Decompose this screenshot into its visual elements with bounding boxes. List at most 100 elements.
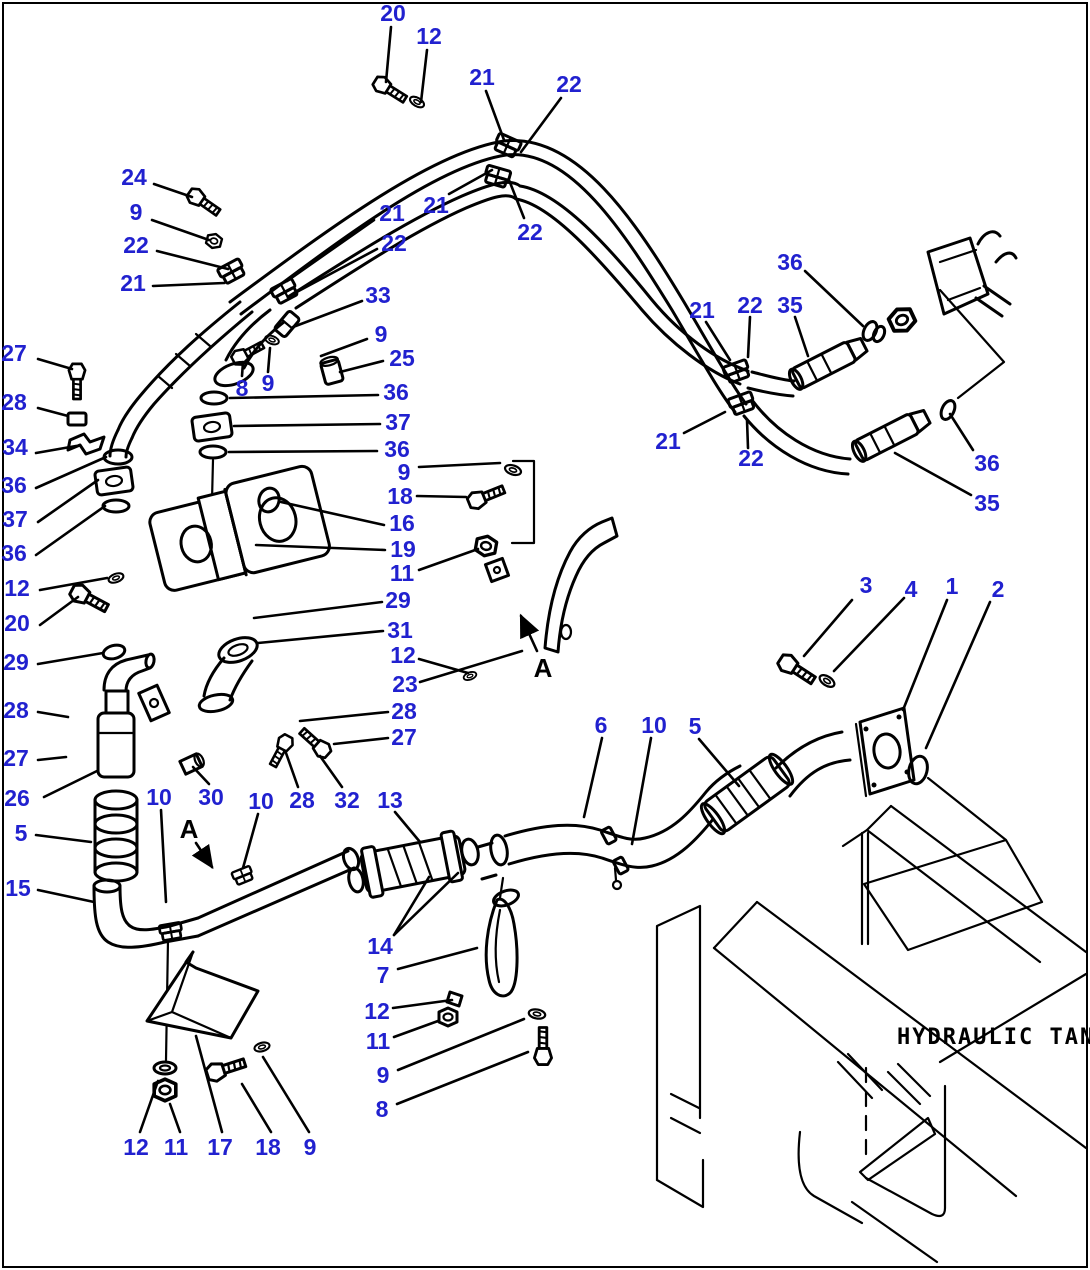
leader-line-part-18 bbox=[240, 1082, 273, 1134]
callout-9: 9 bbox=[377, 1062, 390, 1088]
callout-26: 26 bbox=[4, 785, 30, 811]
leader-line-part-23 bbox=[418, 649, 524, 684]
callout-37: 37 bbox=[385, 409, 411, 435]
callout-3: 3 bbox=[860, 572, 873, 598]
bracket-23-group bbox=[464, 459, 619, 654]
leader-line-part-1 bbox=[901, 598, 949, 712]
leader-line-part-21 bbox=[447, 168, 494, 196]
callout-32: 32 bbox=[334, 787, 360, 813]
callout-29: 29 bbox=[3, 649, 29, 675]
callout-9: 9 bbox=[304, 1134, 317, 1160]
callout-19: 19 bbox=[390, 536, 416, 562]
leader-line-part-17 bbox=[194, 1034, 224, 1134]
leader-line-part-26 bbox=[42, 769, 99, 799]
callout-36: 36 bbox=[974, 450, 1000, 476]
leader-line-part-28 bbox=[298, 710, 390, 723]
leader-line-part-28 bbox=[36, 710, 70, 719]
leader-line-part-12 bbox=[391, 998, 454, 1010]
callout-12: 12 bbox=[390, 642, 416, 668]
view-arrow-label: A bbox=[180, 814, 199, 844]
leader-line-part-21 bbox=[484, 89, 506, 142]
callout-15: 15 bbox=[5, 875, 31, 901]
leader-line-part-33 bbox=[291, 299, 364, 329]
leader-line-part-22 bbox=[507, 178, 526, 220]
leader-line-part-20 bbox=[384, 25, 393, 84]
callout-5: 5 bbox=[689, 713, 702, 739]
callout-12: 12 bbox=[123, 1134, 149, 1160]
callout-31: 31 bbox=[387, 617, 413, 643]
callout-18: 18 bbox=[387, 483, 413, 509]
leader-line-part-9 bbox=[150, 218, 211, 242]
callout-27: 27 bbox=[3, 745, 29, 771]
leader-line-part-37 bbox=[36, 478, 100, 524]
leader-line-part-11 bbox=[417, 547, 480, 572]
leader-line-part-29 bbox=[252, 600, 384, 620]
leader-line-part-24 bbox=[152, 182, 194, 199]
callout-12: 12 bbox=[364, 998, 390, 1024]
leader-line-part-36 bbox=[34, 455, 108, 490]
callout-36: 36 bbox=[384, 436, 410, 462]
leader-line-part-9 bbox=[417, 461, 502, 469]
bracket-17-group bbox=[145, 938, 272, 1103]
callout-16: 16 bbox=[389, 510, 415, 536]
leader-line-part-21 bbox=[704, 320, 732, 362]
callout-22: 22 bbox=[381, 230, 407, 256]
leader-line-part-5 bbox=[34, 833, 93, 844]
callout-21: 21 bbox=[655, 428, 681, 454]
leader-line-part-11 bbox=[168, 1102, 182, 1134]
leader-line-part-36 bbox=[34, 504, 107, 557]
leader-lines bbox=[34, 25, 992, 1134]
callout-10: 10 bbox=[146, 784, 172, 810]
leader-line-part-8 bbox=[395, 1050, 530, 1106]
upper-left-fitting-group bbox=[66, 184, 345, 663]
leader-line-part-35 bbox=[893, 451, 973, 497]
leader-line-part-21 bbox=[682, 410, 727, 435]
callout-7: 7 bbox=[377, 962, 390, 988]
callout-33: 33 bbox=[365, 282, 391, 308]
leader-line-part-5 bbox=[697, 737, 741, 788]
callout-22: 22 bbox=[517, 219, 543, 245]
hydraulic-tank-label: HYDRAULIC TANK bbox=[897, 1025, 1090, 1050]
callout-9: 9 bbox=[398, 459, 411, 485]
pump-elbow-group bbox=[137, 636, 479, 776]
leader-line-part-15 bbox=[36, 888, 96, 904]
leader-line-part-10 bbox=[241, 812, 260, 870]
callout-22: 22 bbox=[556, 71, 582, 97]
leader-line-part-22 bbox=[745, 418, 750, 450]
callout-28: 28 bbox=[1, 389, 27, 415]
top-clamp-group bbox=[369, 72, 524, 190]
pipe-7-group bbox=[437, 876, 553, 1066]
callout-13: 13 bbox=[377, 787, 403, 813]
callout-11: 11 bbox=[390, 560, 415, 586]
leader-line-part-10 bbox=[630, 736, 653, 846]
leader-line-part-22 bbox=[746, 315, 752, 359]
callout-21: 21 bbox=[379, 200, 405, 226]
leader-line-part-10 bbox=[159, 808, 168, 904]
callout-28: 28 bbox=[3, 697, 29, 723]
leader-line-part-11 bbox=[392, 1019, 440, 1039]
hydraulic-tank bbox=[655, 776, 1088, 1264]
leader-line-part-6 bbox=[582, 736, 604, 819]
callout-10: 10 bbox=[641, 712, 667, 738]
callout-12: 12 bbox=[4, 575, 30, 601]
leader-line-part-27 bbox=[36, 357, 74, 371]
callout-34: 34 bbox=[2, 434, 28, 460]
callout-27: 27 bbox=[1, 340, 27, 366]
leader-line-part-30 bbox=[191, 765, 211, 786]
callout-28: 28 bbox=[391, 698, 417, 724]
callout-36: 36 bbox=[1, 540, 27, 566]
leader-line-part-8 bbox=[240, 360, 245, 378]
callout-30: 30 bbox=[198, 784, 224, 810]
callout-24: 24 bbox=[121, 164, 147, 190]
view-arrows: AA bbox=[180, 613, 553, 870]
callout-18: 18 bbox=[255, 1134, 281, 1160]
leader-line-part-14 bbox=[392, 875, 431, 937]
callout-21: 21 bbox=[120, 270, 146, 296]
leader-line-part-36 bbox=[948, 412, 975, 452]
leader-line-part-18 bbox=[415, 494, 468, 499]
view-arrow-label: A bbox=[534, 653, 553, 683]
leader-line-part-27 bbox=[36, 755, 68, 762]
